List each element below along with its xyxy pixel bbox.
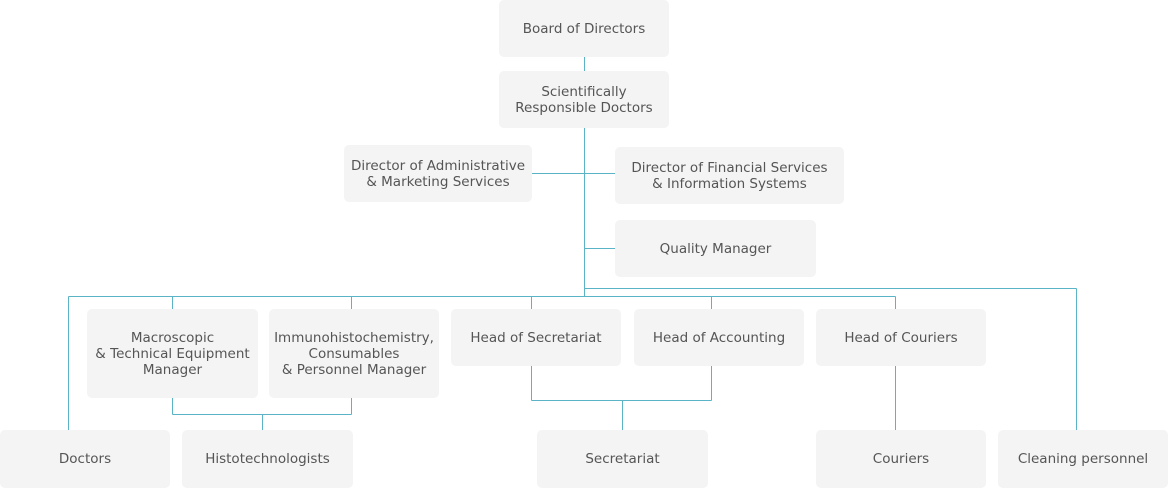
node-head-of-accounting: Head of Accounting <box>634 309 804 366</box>
node-quality-manager: Quality Manager <box>615 220 816 277</box>
node-scientifically-responsible-doctors: Scientifically Responsible Doctors <box>499 71 669 128</box>
node-macroscopic-manager: Macroscopic & Technical Equipment Manage… <box>87 309 258 398</box>
node-board-of-directors: Board of Directors <box>499 0 669 57</box>
node-director-admin-marketing: Director of Administrative & Marketing S… <box>344 145 532 202</box>
node-couriers: Couriers <box>816 430 986 488</box>
node-immunohistochemistry-manager: Immunohistochemistry, Consumables & Pers… <box>269 309 439 398</box>
node-head-of-couriers: Head of Couriers <box>816 309 986 366</box>
node-cleaning-personnel: Cleaning personnel <box>998 430 1168 488</box>
node-head-of-secretariat: Head of Secretariat <box>451 309 621 366</box>
node-secretariat: Secretariat <box>537 430 708 488</box>
node-doctors: Doctors <box>0 430 170 488</box>
node-histotechnologists: Histotechnologists <box>182 430 353 488</box>
node-director-financial-is: Director of Financial Services & Informa… <box>615 147 844 204</box>
